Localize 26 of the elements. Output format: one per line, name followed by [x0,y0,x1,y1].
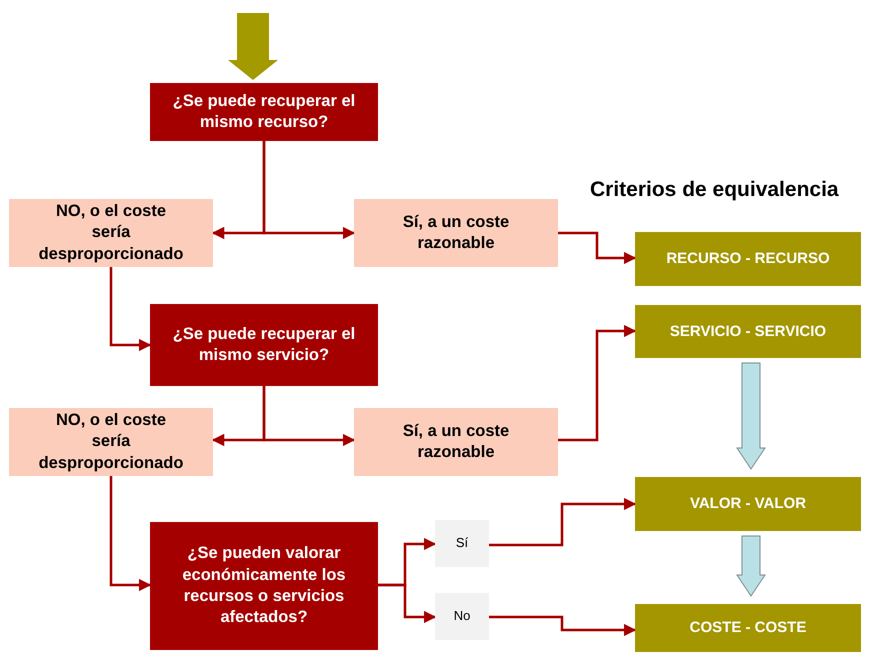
answer-box: NO, o el coste sería desproporcionado [9,199,213,267]
option-box: No [435,593,489,640]
question-box: ¿Se puede recuperar el mismo recurso? [150,83,378,141]
arrow [110,476,152,592]
criterion-box: SERVICIO - SERVICIO [635,305,861,358]
criterion-box: RECURSO - RECURSO [635,232,861,286]
arrow [262,141,356,240]
diagram-title: Criterios de equivalencia [590,178,840,202]
arrow [558,232,636,264]
block-arrow [736,536,766,597]
block-arrow [228,13,278,80]
arrow [110,267,152,352]
arrow [489,616,636,636]
answer-box: Sí, a un coste razonable [354,408,558,476]
criterion-box: VALOR - VALOR [635,477,861,531]
arrow [262,386,356,446]
question-box: ¿Se pueden valorar económicamente los recursos o servicios afectados? [150,522,378,650]
question-box: ¿Se puede recuperar el mismo servicio? [150,304,378,386]
block-arrow [736,362,766,470]
arrow [489,498,636,546]
arrow [378,584,436,624]
answer-box: NO, o el coste sería desproporcionado [9,408,213,476]
answer-box: Sí, a un coste razonable [354,199,558,267]
arrow [558,324,636,442]
criterion-box: COSTE - COSTE [635,604,861,652]
option-box: Sí [435,520,489,567]
